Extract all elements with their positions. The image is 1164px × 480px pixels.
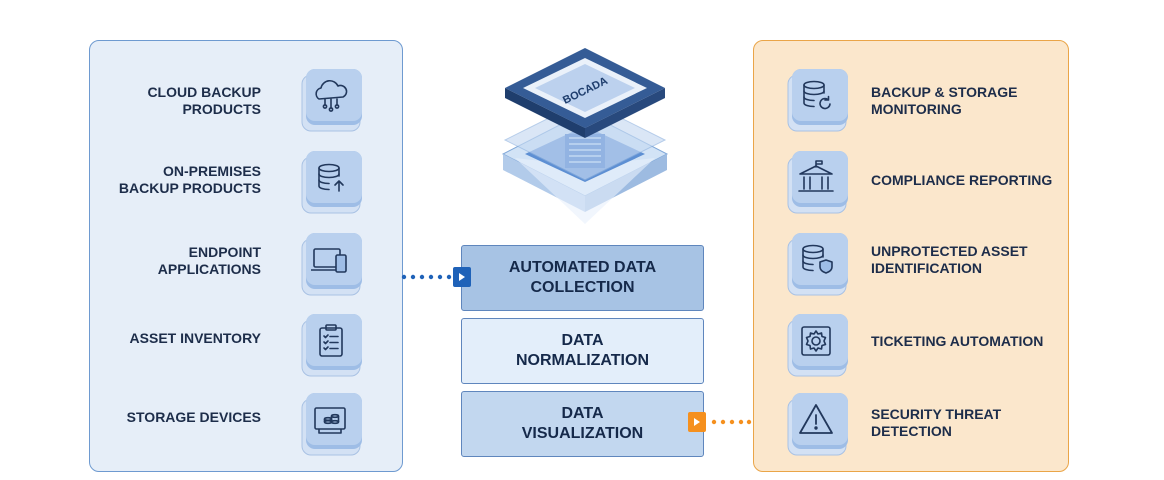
warning-triangle-icon [784, 389, 852, 457]
stage-data-visualization: DATA VISUALIZATION [461, 391, 704, 457]
source-label-cloud-backup: CLOUD BACKUP PRODUCTS [147, 84, 261, 117]
output-label-compliance-reporting: COMPLIANCE REPORTING [871, 172, 1053, 188]
stage-data-normalization: DATA NORMALIZATION [461, 318, 704, 384]
database-upload-icon [298, 147, 366, 215]
capabilities-panel: BACKUP & STORAGE MONITORING COMPLIANCE R… [753, 40, 1069, 472]
bocada-server-stack: BOCADA [501, 48, 669, 224]
source-label-on-premises-backup: ON-PREMISES BACKUP PRODUCTS [118, 163, 261, 196]
output-label-backup-storage-monitoring: BACKUP & STORAGE MONITORING [871, 84, 1018, 117]
government-building-icon [784, 147, 852, 215]
source-label-asset-inventory: ASSET INVENTORY [129, 330, 261, 346]
database-refresh-icon [784, 65, 852, 133]
stage-automated-data-collection: AUTOMATED DATA COLLECTION [461, 245, 704, 311]
gear-icon [784, 310, 852, 378]
data-sources-panel: CLOUD BACKUP PRODUCTS ON-PREMISES BACKUP… [89, 40, 403, 472]
source-label-endpoint-applications: ENDPOINT APPLICATIONS [157, 244, 261, 277]
checklist-clipboard-icon [298, 310, 366, 378]
output-label-security-threat-detection: SECURITY THREAT DETECTION [871, 406, 1002, 439]
storage-device-icon [298, 389, 366, 457]
sources-to-collection-connector [401, 267, 471, 287]
output-label-unprotected-asset-identification: UNPROTECTED ASSET IDENTIFICATION [871, 243, 1028, 276]
visualization-to-outputs-connector [688, 412, 752, 432]
database-shield-icon [784, 229, 852, 297]
cloud-network-icon [298, 65, 366, 133]
source-label-storage-devices: STORAGE DEVICES [126, 409, 261, 425]
output-label-ticketing-automation: TICKETING AUTOMATION [871, 333, 1044, 349]
laptop-phone-icon [298, 229, 366, 297]
